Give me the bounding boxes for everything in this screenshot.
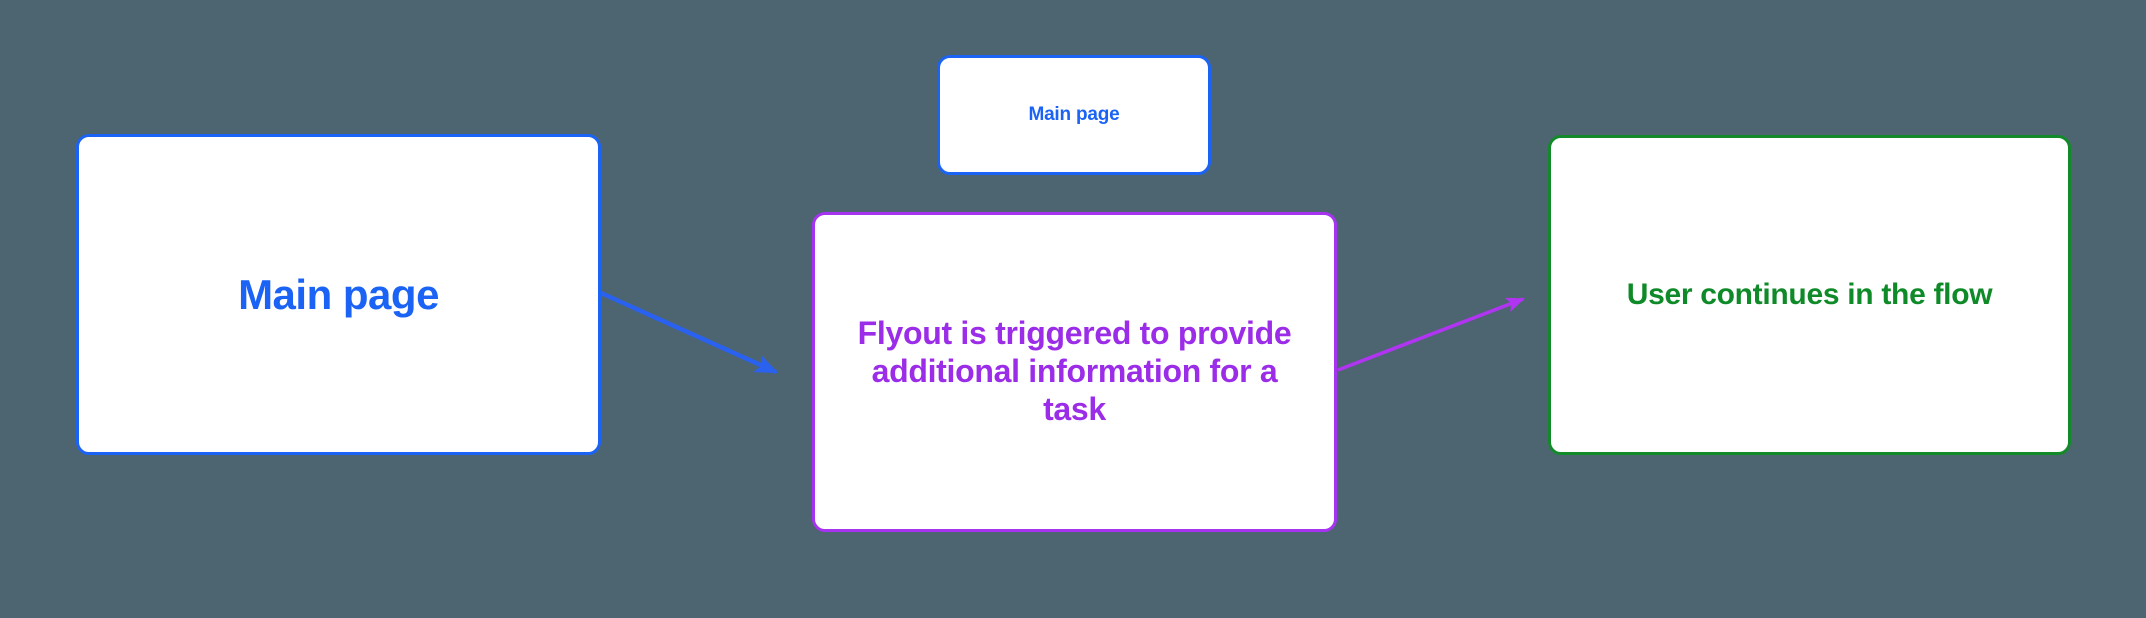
node-flyout-label: Flyout is triggered to provide additiona…	[857, 315, 1292, 427]
node-user-continues-label: User continues in the flow	[1626, 278, 1993, 312]
connector-main-page-to-flyout	[600, 290, 779, 375]
connector-flyout-to-user-continues	[1337, 297, 1526, 372]
node-main-page-left-label: Main page	[238, 270, 439, 318]
node-flyout[interactable]: Flyout is triggered to provide additiona…	[812, 212, 1337, 532]
node-user-continues[interactable]: User continues in the flow	[1548, 135, 2071, 455]
node-main-page-left[interactable]: Main page	[76, 134, 601, 455]
node-main-page-top-label: Main page	[1028, 103, 1120, 125]
node-main-page-top[interactable]: Main page	[937, 55, 1211, 175]
